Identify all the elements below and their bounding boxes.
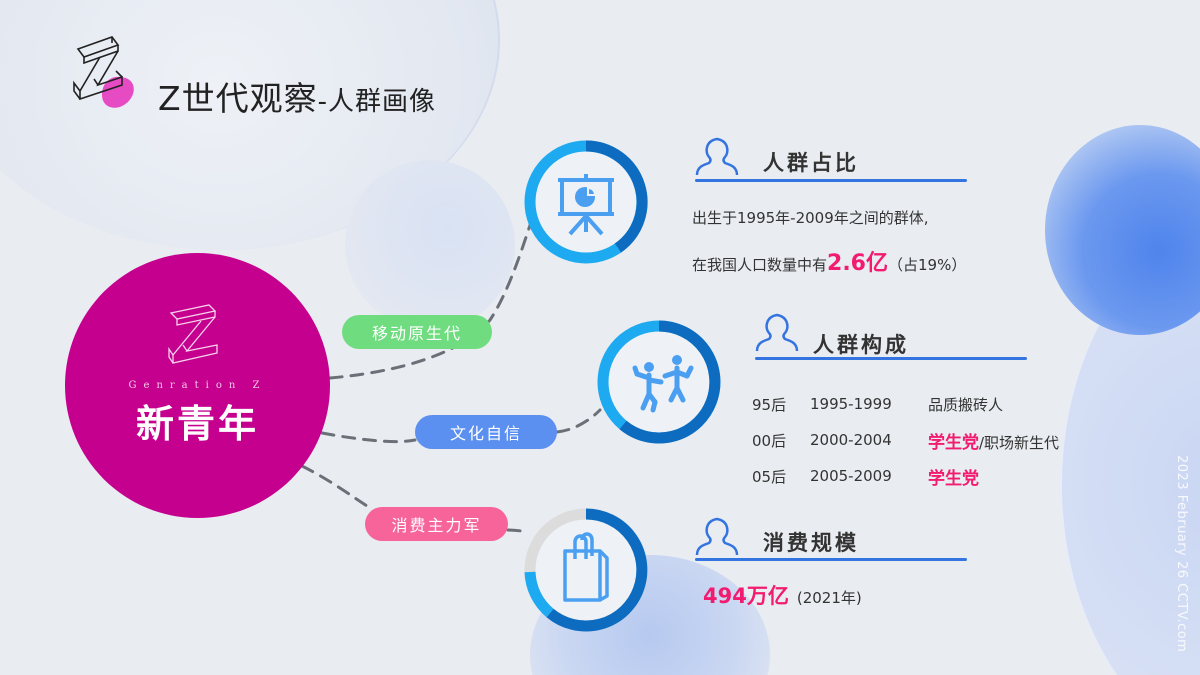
z-3d-logo-icon — [73, 36, 134, 108]
persona-label: 学生党 — [928, 468, 979, 489]
page-title-sub: -人群画像 — [317, 87, 436, 117]
composition-row: 00后 2000-2004 学生党/职场新生代 — [752, 422, 1059, 458]
generation: 00后 — [752, 431, 787, 450]
section-consumption-header: 消费规模 — [695, 515, 967, 561]
year-range: 2005-2009 — [810, 467, 892, 485]
section-share-title: 人群占比 — [763, 151, 859, 175]
share-stat: 在我国人口数量中有2.6亿（占19%） — [692, 245, 966, 277]
share-stat-prefix: 在我国人口数量中有 — [692, 256, 828, 274]
tag-cultural-confidence: 文化自信 — [415, 415, 557, 449]
hub-english-label: Genration Z — [128, 380, 267, 391]
presentation-chart-icon — [558, 174, 614, 236]
tag-mobile-native: 移动原生代 — [342, 315, 492, 349]
person-icon — [695, 137, 739, 176]
hub-circle: Genration Z 新青年 — [65, 253, 330, 518]
person-icon — [755, 313, 799, 352]
year-range: 2000-2004 — [810, 431, 892, 449]
ring-consumption — [524, 508, 648, 632]
consumption-value: 494万亿 — [703, 584, 789, 608]
composition-table: 95后 1995-1999 品质搬砖人 00后 2000-2004 学生党/职场… — [752, 386, 1059, 494]
consumption-year: (2021年) — [796, 589, 862, 607]
dancing-people-icon — [632, 355, 694, 413]
ring-presentation — [524, 140, 648, 264]
persona-label: 学生党/职场新生代 — [928, 432, 1060, 453]
share-description: 出生于1995年-2009年之间的群体, — [692, 209, 929, 227]
composition-row: 05后 2005-2009 学生党 — [752, 458, 1059, 494]
section-divider — [755, 357, 1027, 360]
ring-composition — [597, 320, 721, 444]
share-stat-suffix: （占19%） — [888, 256, 967, 274]
page-title-main: Z世代观察 — [158, 79, 318, 118]
persona-label: 品质搬砖人 — [928, 395, 1004, 414]
section-composition-title: 人群构成 — [813, 333, 909, 357]
watermark: 2023 February 26 CCTV.com — [1174, 455, 1189, 653]
section-divider — [695, 558, 967, 561]
z-3d-logo-icon — [168, 304, 218, 364]
consumption-stat: 494万亿 (2021年) — [703, 580, 862, 610]
share-stat-value: 2.6亿 — [827, 251, 888, 276]
tag-consumer-force: 消费主力军 — [365, 507, 508, 541]
page-title: Z世代观察-人群画像 — [158, 72, 436, 120]
generation: 05后 — [752, 467, 787, 486]
shopping-bag-icon — [563, 532, 609, 602]
section-share-header: 人群占比 — [695, 135, 967, 182]
section-consumption-title: 消费规模 — [763, 531, 859, 555]
section-composition-header: 人群构成 — [755, 311, 1027, 360]
composition-row: 95后 1995-1999 品质搬砖人 — [752, 386, 1059, 422]
hub-title: 新青年 — [135, 401, 259, 446]
year-range: 1995-1999 — [810, 395, 892, 413]
person-icon — [695, 517, 739, 556]
section-divider — [695, 179, 967, 182]
generation: 95后 — [752, 395, 787, 414]
